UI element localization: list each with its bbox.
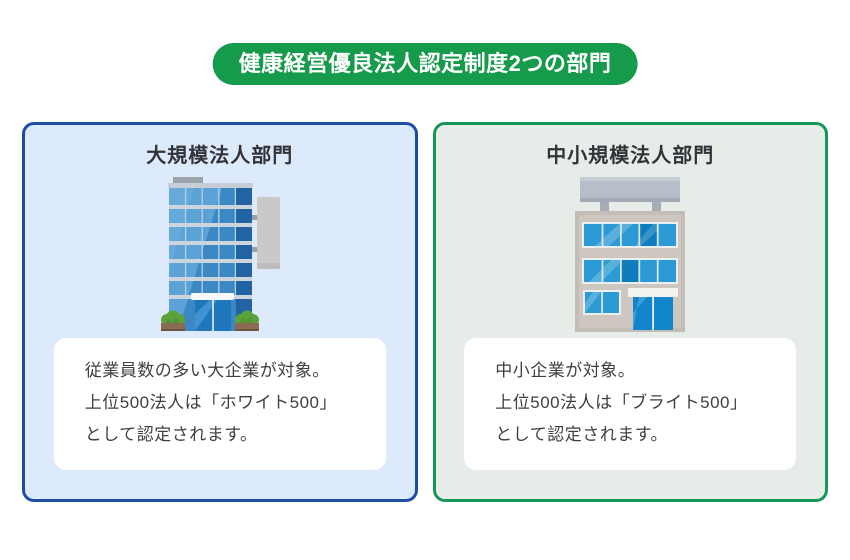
description-line: 従業員数の多い大企業が対象。	[84, 361, 330, 380]
description-line: として認定されます。	[84, 425, 258, 444]
page-title: 健康経営優良法人認定制度2つの部門	[212, 43, 638, 85]
description-box-large: 従業員数の多い大企業が対象。 上位500法人は「ホワイト500」 として認定され…	[53, 338, 386, 470]
description-box-sme: 中小企業が対象。 上位500法人は「ブライト500」 として認定されます。	[464, 338, 797, 470]
description-line: として認定されます。	[495, 425, 669, 444]
card-small-medium-corporation: 中小規模法人部門	[432, 122, 828, 502]
description-line: 中小企業が対象。	[495, 361, 636, 380]
small-office-building-illustration	[575, 177, 686, 332]
office-tower-icon	[160, 177, 280, 331]
cards-container: 大規模法人部門	[22, 122, 828, 502]
card-large-corporation: 大規模法人部門	[22, 122, 418, 502]
card-title-sme: 中小規模法人部門	[546, 145, 715, 167]
description-line: 上位500法人は「ブライト500」	[495, 393, 748, 412]
office-tower-illustration	[160, 177, 280, 332]
description-line: 上位500法人は「ホワイト500」	[84, 393, 337, 412]
card-title-large: 大規模法人部門	[146, 145, 294, 167]
small-office-building-icon	[575, 177, 686, 332]
